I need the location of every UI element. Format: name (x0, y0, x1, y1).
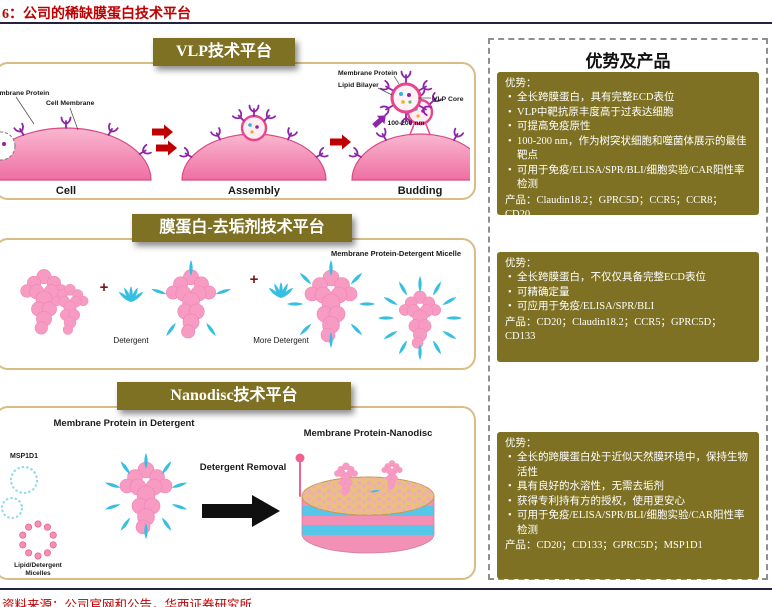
more-detergent-fan-icon (267, 282, 295, 300)
detergent-diagram: + Detergent + More Detergent (20, 249, 462, 360)
lipid-detergent-micelle-icon (19, 520, 57, 560)
advantages-label: 优势： (505, 258, 537, 269)
cell-membrane-label: Cell Membrane (46, 100, 95, 107)
advantage-item: 100-200 nm，作为树突状细胞和噬菌体展示的最佳靶点 (505, 135, 751, 164)
msp1d1-belt-icon (1, 466, 38, 519)
products-line: 产品：CD20；CD133；GPRC5D；MSP1D1 (505, 540, 703, 552)
advantage-item: 全长的跨膜蛋白处于近似天然膜环境中，保持生物活性 (505, 451, 751, 480)
advantage-item: 可精确定量 (505, 286, 751, 301)
advantage-item: 可用于免疫/ELISA/SPR/BLI/细胞实验/CAR阳性率检测 (505, 164, 751, 193)
micelles-label-line2: Micelles (25, 570, 51, 577)
advantages-list: 全长的跨膜蛋白处于近似天然膜环境中，保持生物活性 具有良好的水溶性，无需去垢剂 … (505, 451, 751, 538)
micelle-label: Membrane Protein-Detergent Micelle (331, 249, 461, 258)
advantage-item: 全长跨膜蛋白，具有完整ECD表位 (505, 91, 751, 106)
nanodisc-diagram: Membrane Protein in Detergent MSP1D1 (1, 418, 435, 577)
membrane-protein-label: Membrane Protein (0, 90, 49, 97)
in-detergent-label: Membrane Protein in Detergent (54, 418, 196, 429)
advantage-item: 可应用于免疫/ELISA/SPR/BLI (505, 300, 751, 315)
pointer-line (377, 87, 393, 96)
advantage-item: 全长跨膜蛋白，不仅仅具备完整ECD表位 (505, 271, 751, 286)
nanodisc-icon (301, 460, 435, 554)
detergent-platform-card: + Detergent + More Detergent (0, 238, 476, 370)
vlp-size-label: 100-200 nm (387, 120, 424, 127)
more-detergent-label: More Detergent (253, 336, 309, 345)
products-line: 产品：CD20；Claudin18.2；CCR5；GPRC5D；CD133 (505, 316, 722, 343)
nanodisc-advantages-box: 优势： 全长的跨膜蛋白处于近似天然膜环境中，保持生物活性 具有良好的水溶性，无需… (497, 432, 759, 579)
assembling-vlp-icon (231, 104, 277, 142)
stage-budding-label: Budding (398, 185, 443, 197)
protein-in-detergent-icon (104, 453, 188, 539)
panel-title: 优势及产品 (585, 52, 671, 71)
plus-sign: + (100, 279, 109, 296)
pointer-line (393, 75, 400, 85)
membrane-protein-blob-icon (20, 269, 89, 335)
detergent-label: Detergent (113, 336, 149, 345)
detergent-advantages-box: 优势： 全长跨膜蛋白，不仅仅具备完整ECD表位 可精确定量 可应用于免疫/ELI… (497, 252, 759, 362)
pointer-line (69, 107, 79, 131)
advantages-products-panel: 优势及产品 优势： 全长跨膜蛋白，具有完整ECD表位 VLP中靶抗原丰度高于过表… (488, 38, 768, 580)
vlp-platform-card: Membrane Protein Cell Membrane Core Memb… (0, 62, 476, 200)
budding-dome (351, 133, 470, 181)
stage-assembly-label: Assembly (228, 185, 281, 197)
msp1d1-label: MSP1D1 (10, 453, 38, 460)
protein-with-detergent-icon (150, 260, 232, 339)
advantages-list: 全长跨膜蛋白，具有完整ECD表位 VLP中靶抗原丰度高于过表达细胞 可提高免疫原… (505, 91, 751, 192)
pointer-line (15, 96, 35, 125)
products-line: 产品：Claudin18.2；GPRC5D；CCR5；CCR8；CD20… (505, 194, 723, 215)
vlp-core-label: VLP Core (433, 96, 464, 103)
nanodisc-platform-card: Membrane Protein in Detergent MSP1D1 (0, 406, 476, 580)
detergent-removal-label: Detergent Removal (200, 462, 287, 473)
vlp-platform-header: VLP技术平台 (153, 38, 295, 66)
advantages-list: 全长跨膜蛋白，不仅仅具备完整ECD表位 可精确定量 可应用于免疫/ELISA/S… (505, 271, 751, 315)
lipid-bilayer-label: Lipid Bilayer (338, 82, 379, 89)
detergent-fan-icon (117, 286, 145, 304)
advantage-item: VLP中靶抗原丰度高于过表达细胞 (505, 106, 751, 121)
nanodisc-platform-header: Nanodisc技术平台 (117, 382, 351, 410)
vlp-membrane-protein-label: Membrane Protein (338, 70, 397, 77)
page-title: 6：公司的稀缺膜蛋白技术平台 (2, 7, 191, 22)
cell-dome (0, 127, 152, 181)
vlp-diagram: Membrane Protein Cell Membrane Core Memb… (0, 70, 470, 197)
bottom-divider (0, 588, 772, 590)
source-note: 资料来源：公司官网和公告，华西证券研究所 (2, 598, 253, 607)
detergent-micelle-icon (378, 276, 462, 360)
core-icon (0, 130, 16, 161)
vlp-advantages-box: 优势： 全长跨膜蛋白，具有完整ECD表位 VLP中靶抗原丰度高于过表达细胞 可提… (497, 72, 759, 215)
advantage-item: 获得专利持有方的授权，使用更安心 (505, 495, 751, 510)
detergent-pin-icon (295, 453, 305, 497)
top-divider (0, 22, 772, 24)
detergent-platform-header: 膜蛋白-去垢剂技术平台 (132, 214, 352, 242)
advantages-label: 优势： (505, 78, 537, 89)
micelles-label-line1: Lipid/Detergent (14, 562, 63, 569)
nanodisc-label: Membrane Protein-Nanodisc (304, 428, 433, 439)
removal-arrow-icon (202, 495, 280, 527)
plus-sign: + (250, 271, 259, 288)
protein-more-detergent-icon (287, 260, 375, 348)
advantage-item: 具有良好的水溶性，无需去垢剂 (505, 480, 751, 495)
advantages-label: 优势： (505, 438, 537, 449)
advantage-item: 可用于免疫/ELISA/SPR/BLI/细胞实验/CAR阳性率检测 (505, 509, 751, 538)
stage-cell-label: Cell (56, 185, 76, 197)
advantage-item: 可提高免疫原性 (505, 120, 751, 135)
